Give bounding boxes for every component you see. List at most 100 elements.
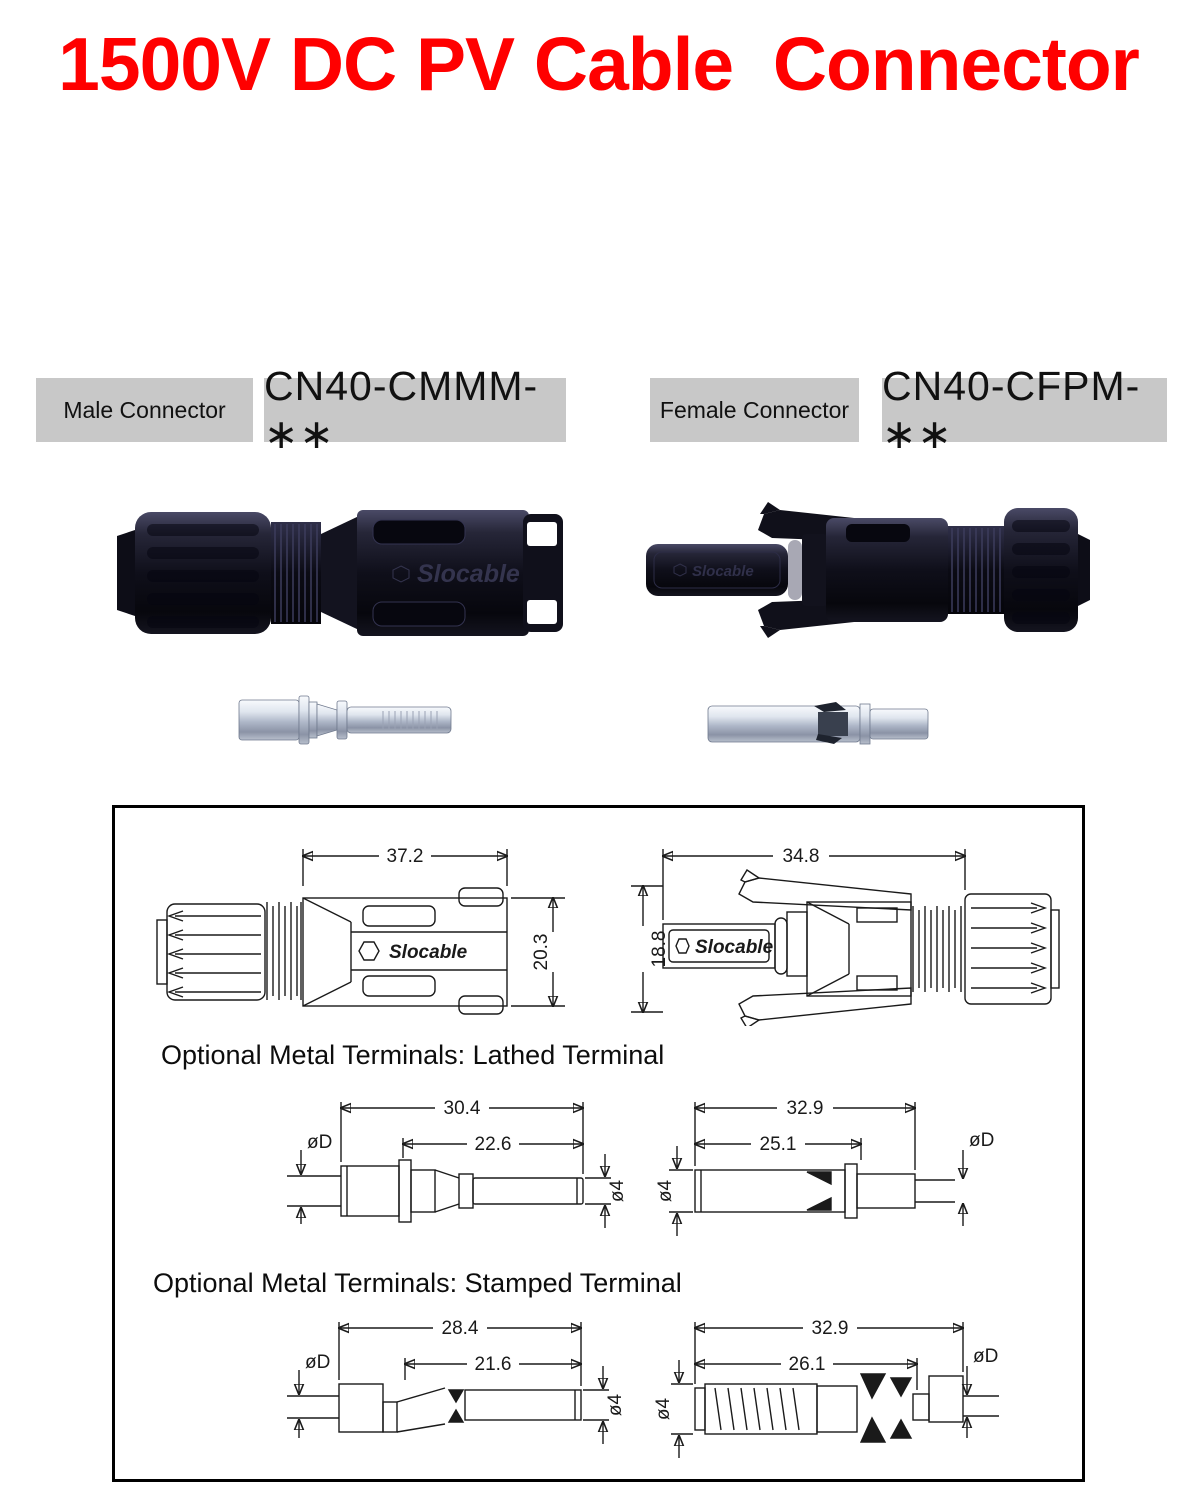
lathed-female-terminal-drawing: 32.9 25.1 ø4 øD xyxy=(655,1098,994,1236)
dimension-inner: 22.6 xyxy=(403,1134,583,1158)
dimension-overall: 28.4 xyxy=(339,1318,581,1386)
dimension-pin-dia: ø4 xyxy=(583,1366,625,1444)
body-slot-bottom xyxy=(372,601,466,627)
snout xyxy=(646,544,788,596)
thread-section xyxy=(271,522,321,624)
snout-outline: Slocable xyxy=(662,923,776,969)
dim-overall-value: 32.9 xyxy=(812,1318,849,1339)
thread-lines xyxy=(274,524,318,622)
male-part-number: CN40-CMMM-∗∗ xyxy=(264,362,539,457)
terminal-outline xyxy=(694,1373,999,1443)
dim-inner-value: 25.1 xyxy=(760,1134,797,1155)
dim-height-value: 20.3 xyxy=(531,934,552,971)
dimension-barrel-dia: ø4 xyxy=(655,1146,693,1236)
dimension-inner: 25.1 xyxy=(695,1134,861,1160)
dimension-wire-dia: øD xyxy=(301,1132,332,1224)
dimension-wire-dia: øD xyxy=(299,1352,330,1438)
clip-window-bottom xyxy=(527,600,557,624)
female-terminal-photo xyxy=(707,702,929,745)
dim-barrel-dia-label: ø4 xyxy=(655,1397,674,1420)
dim-pin-dia-label: ø4 xyxy=(607,1179,625,1202)
dimension-pin-dia: ø4 xyxy=(585,1154,625,1228)
thread-lines xyxy=(951,528,1001,612)
dim-wire-dia-label: øD xyxy=(307,1132,332,1153)
dimension-height: 18.8 xyxy=(631,886,670,1012)
dimension-width: 34.8 xyxy=(663,846,965,920)
dim-wire-dia-label: øD xyxy=(973,1346,998,1367)
brand-gear-icon-female xyxy=(673,563,687,577)
dim-wire-dia-label: øD xyxy=(969,1130,994,1151)
stamped-male-terminal-drawing: 28.4 21.6 øD ø4 xyxy=(287,1318,625,1444)
terminal-outline xyxy=(694,1163,955,1219)
clip-window-top xyxy=(527,522,557,546)
body-cone xyxy=(321,516,359,630)
dimension-wire-dia: øD xyxy=(963,1130,994,1226)
dim-inner-value: 26.1 xyxy=(789,1354,826,1375)
dimension-overall: 30.4 xyxy=(341,1098,583,1174)
cap-ribs xyxy=(147,524,259,628)
body-outline xyxy=(806,901,912,997)
female-connector-label-box: Female Connector xyxy=(650,378,859,442)
male-connector-label: Male Connector xyxy=(63,396,226,423)
knurl-lines xyxy=(382,711,438,729)
dimension-inner: 26.1 xyxy=(695,1354,917,1390)
connector-body xyxy=(826,518,948,622)
female-part-number: CN40-CFPM-∗∗ xyxy=(882,362,1141,457)
dimension-barrel-dia: ø4 xyxy=(655,1360,693,1458)
dimension-inner: 21.6 xyxy=(405,1354,581,1380)
lathed-terminal-heading: Optional Metal Terminals: Lathed Termina… xyxy=(161,1040,665,1070)
dim-inner-value: 22.6 xyxy=(475,1134,512,1155)
brand-drawing-text-female: Slocable xyxy=(695,937,774,958)
female-connector-photo: Slocable xyxy=(646,502,1090,638)
collar-outline xyxy=(786,911,808,977)
male-terminal-photo xyxy=(238,695,452,745)
terminal-outline xyxy=(287,1159,584,1223)
terminal-outline xyxy=(287,1383,582,1433)
cap-nut-outline xyxy=(964,893,1060,1005)
body-slot xyxy=(846,524,910,542)
female-part-number-box: CN40-CFPM-∗∗ xyxy=(882,363,1167,457)
dimension-width: 37.2 xyxy=(303,846,507,886)
male-connector-drawing: Slocable 37.2 20.3 xyxy=(156,846,565,1015)
brand-embossed-text: Slocable xyxy=(417,560,520,588)
dimension-wire-dia: øD xyxy=(967,1346,998,1438)
dim-inner-value: 21.6 xyxy=(475,1354,512,1375)
stamped-female-terminal-drawing: 32.9 26.1 ø4 øD xyxy=(655,1318,999,1458)
brand-drawing-text: Slocable xyxy=(389,942,468,963)
dim-overall-value: 28.4 xyxy=(442,1318,479,1339)
lathed-male-terminal-drawing: 30.4 22.6 øD ø4 xyxy=(287,1098,625,1228)
male-connector-photo: Slocable xyxy=(117,510,563,636)
latch-hook-bottom xyxy=(760,626,780,638)
dim-wire-dia-label: øD xyxy=(305,1352,330,1373)
o-ring-outline xyxy=(774,917,788,975)
cap-hex-end xyxy=(1078,534,1090,606)
o-ring xyxy=(788,540,802,600)
technical-drawing-box: Slocable 37.2 20.3 xyxy=(112,805,1085,1482)
body-slot-top xyxy=(372,519,466,545)
brand-gear-icon xyxy=(392,565,410,583)
page-title: 1500V DC PV Cable Connector xyxy=(58,22,1140,106)
dim-width-value: 37.2 xyxy=(387,846,424,867)
snout-panel xyxy=(653,551,781,589)
spring-clip xyxy=(814,702,848,744)
female-connector-label: Female Connector xyxy=(659,396,850,423)
stamped-terminal-heading: Optional Metal Terminals: Stamped Termin… xyxy=(153,1268,682,1298)
male-connector-label-box: Male Connector xyxy=(36,378,253,442)
dim-pin-dia-label: ø4 xyxy=(605,1393,625,1416)
latch-hook-top xyxy=(760,502,780,514)
thread-outline xyxy=(266,902,302,1000)
thread-outline xyxy=(912,906,962,992)
dim-overall-value: 30.4 xyxy=(444,1098,481,1119)
male-part-number-box: CN40-CMMM-∗∗ xyxy=(264,363,566,457)
collar xyxy=(802,534,828,606)
dim-width-value: 34.8 xyxy=(783,846,820,867)
dimension-overall: 32.9 xyxy=(695,1098,915,1170)
dim-overall-value: 32.9 xyxy=(787,1098,824,1119)
brand-embossed-text-female: Slocable xyxy=(692,563,754,580)
dimension-height: 20.3 xyxy=(511,898,565,1006)
cap-ribs xyxy=(1012,520,1070,624)
female-connector-drawing: Slocable xyxy=(631,846,1060,1026)
cap-nut-outline xyxy=(156,903,266,1001)
body-outline: Slocable xyxy=(302,887,508,1015)
